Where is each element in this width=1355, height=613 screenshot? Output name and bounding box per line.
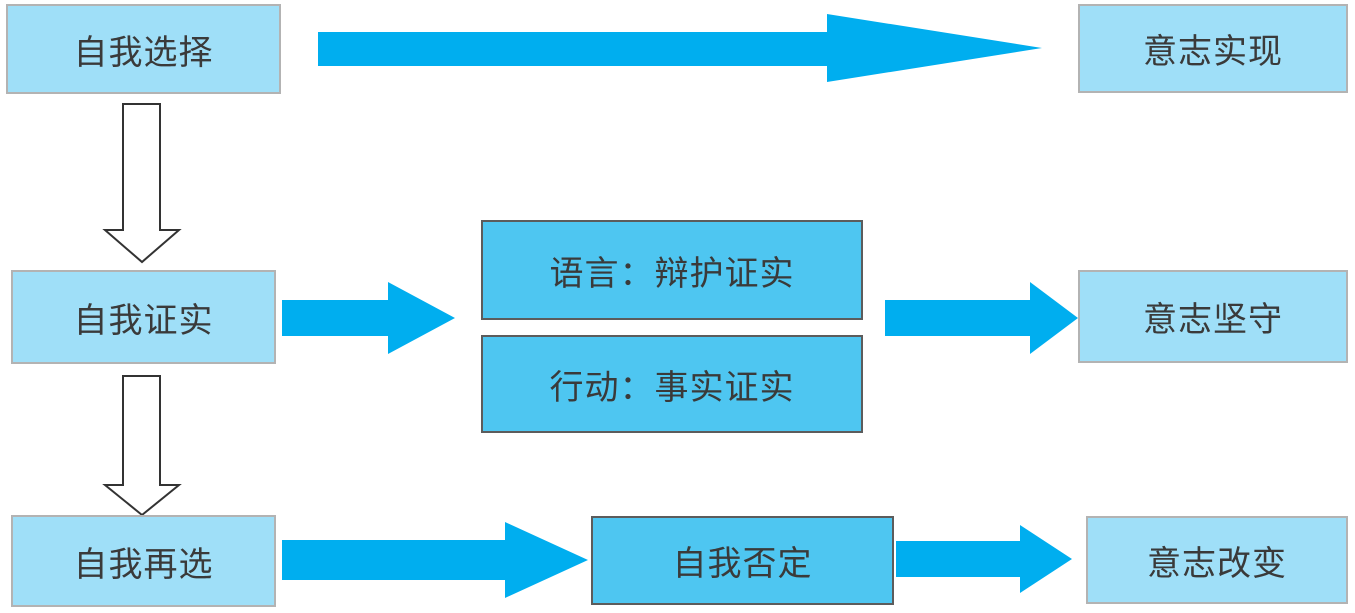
node-will-realize: 意志实现 (1078, 4, 1348, 93)
node-self-choice: 自我选择 (6, 4, 281, 94)
hollow-arrow-prove-to-rechoose (102, 375, 182, 517)
node-will-persist: 意志坚守 (1078, 270, 1348, 363)
arrow-choice-to-realize (318, 14, 1042, 82)
node-self-negate: 自我否定 (591, 516, 894, 605)
node-action-prove-label: 行动：事实证实 (549, 367, 795, 408)
node-language-prove-label: 语言：辩护证实 (549, 253, 795, 294)
node-self-choice-label: 自我选择 (73, 32, 214, 73)
arrow-rechoose-to-negate (282, 522, 588, 598)
node-will-persist-label: 意志坚守 (1143, 300, 1283, 340)
arrow-prove-to-proofs (282, 282, 455, 354)
node-self-prove: 自我证实 (11, 270, 276, 364)
node-action-prove: 行动：事实证实 (481, 335, 863, 433)
node-language-prove: 语言：辩护证实 (481, 220, 863, 320)
arrow-proofs-to-persist (885, 282, 1078, 354)
node-self-rechoose-label: 自我再选 (73, 544, 214, 585)
node-will-change-label: 意志改变 (1147, 543, 1287, 584)
node-self-negate-label: 自我否定 (672, 544, 813, 584)
hollow-arrow-choice-to-prove (102, 103, 182, 264)
node-self-rechoose: 自我再选 (11, 515, 276, 607)
node-will-realize-label: 意志实现 (1143, 32, 1283, 72)
node-self-prove-label: 自我证实 (73, 300, 214, 341)
arrow-negate-to-change (896, 525, 1072, 593)
node-will-change: 意志改变 (1086, 516, 1348, 604)
